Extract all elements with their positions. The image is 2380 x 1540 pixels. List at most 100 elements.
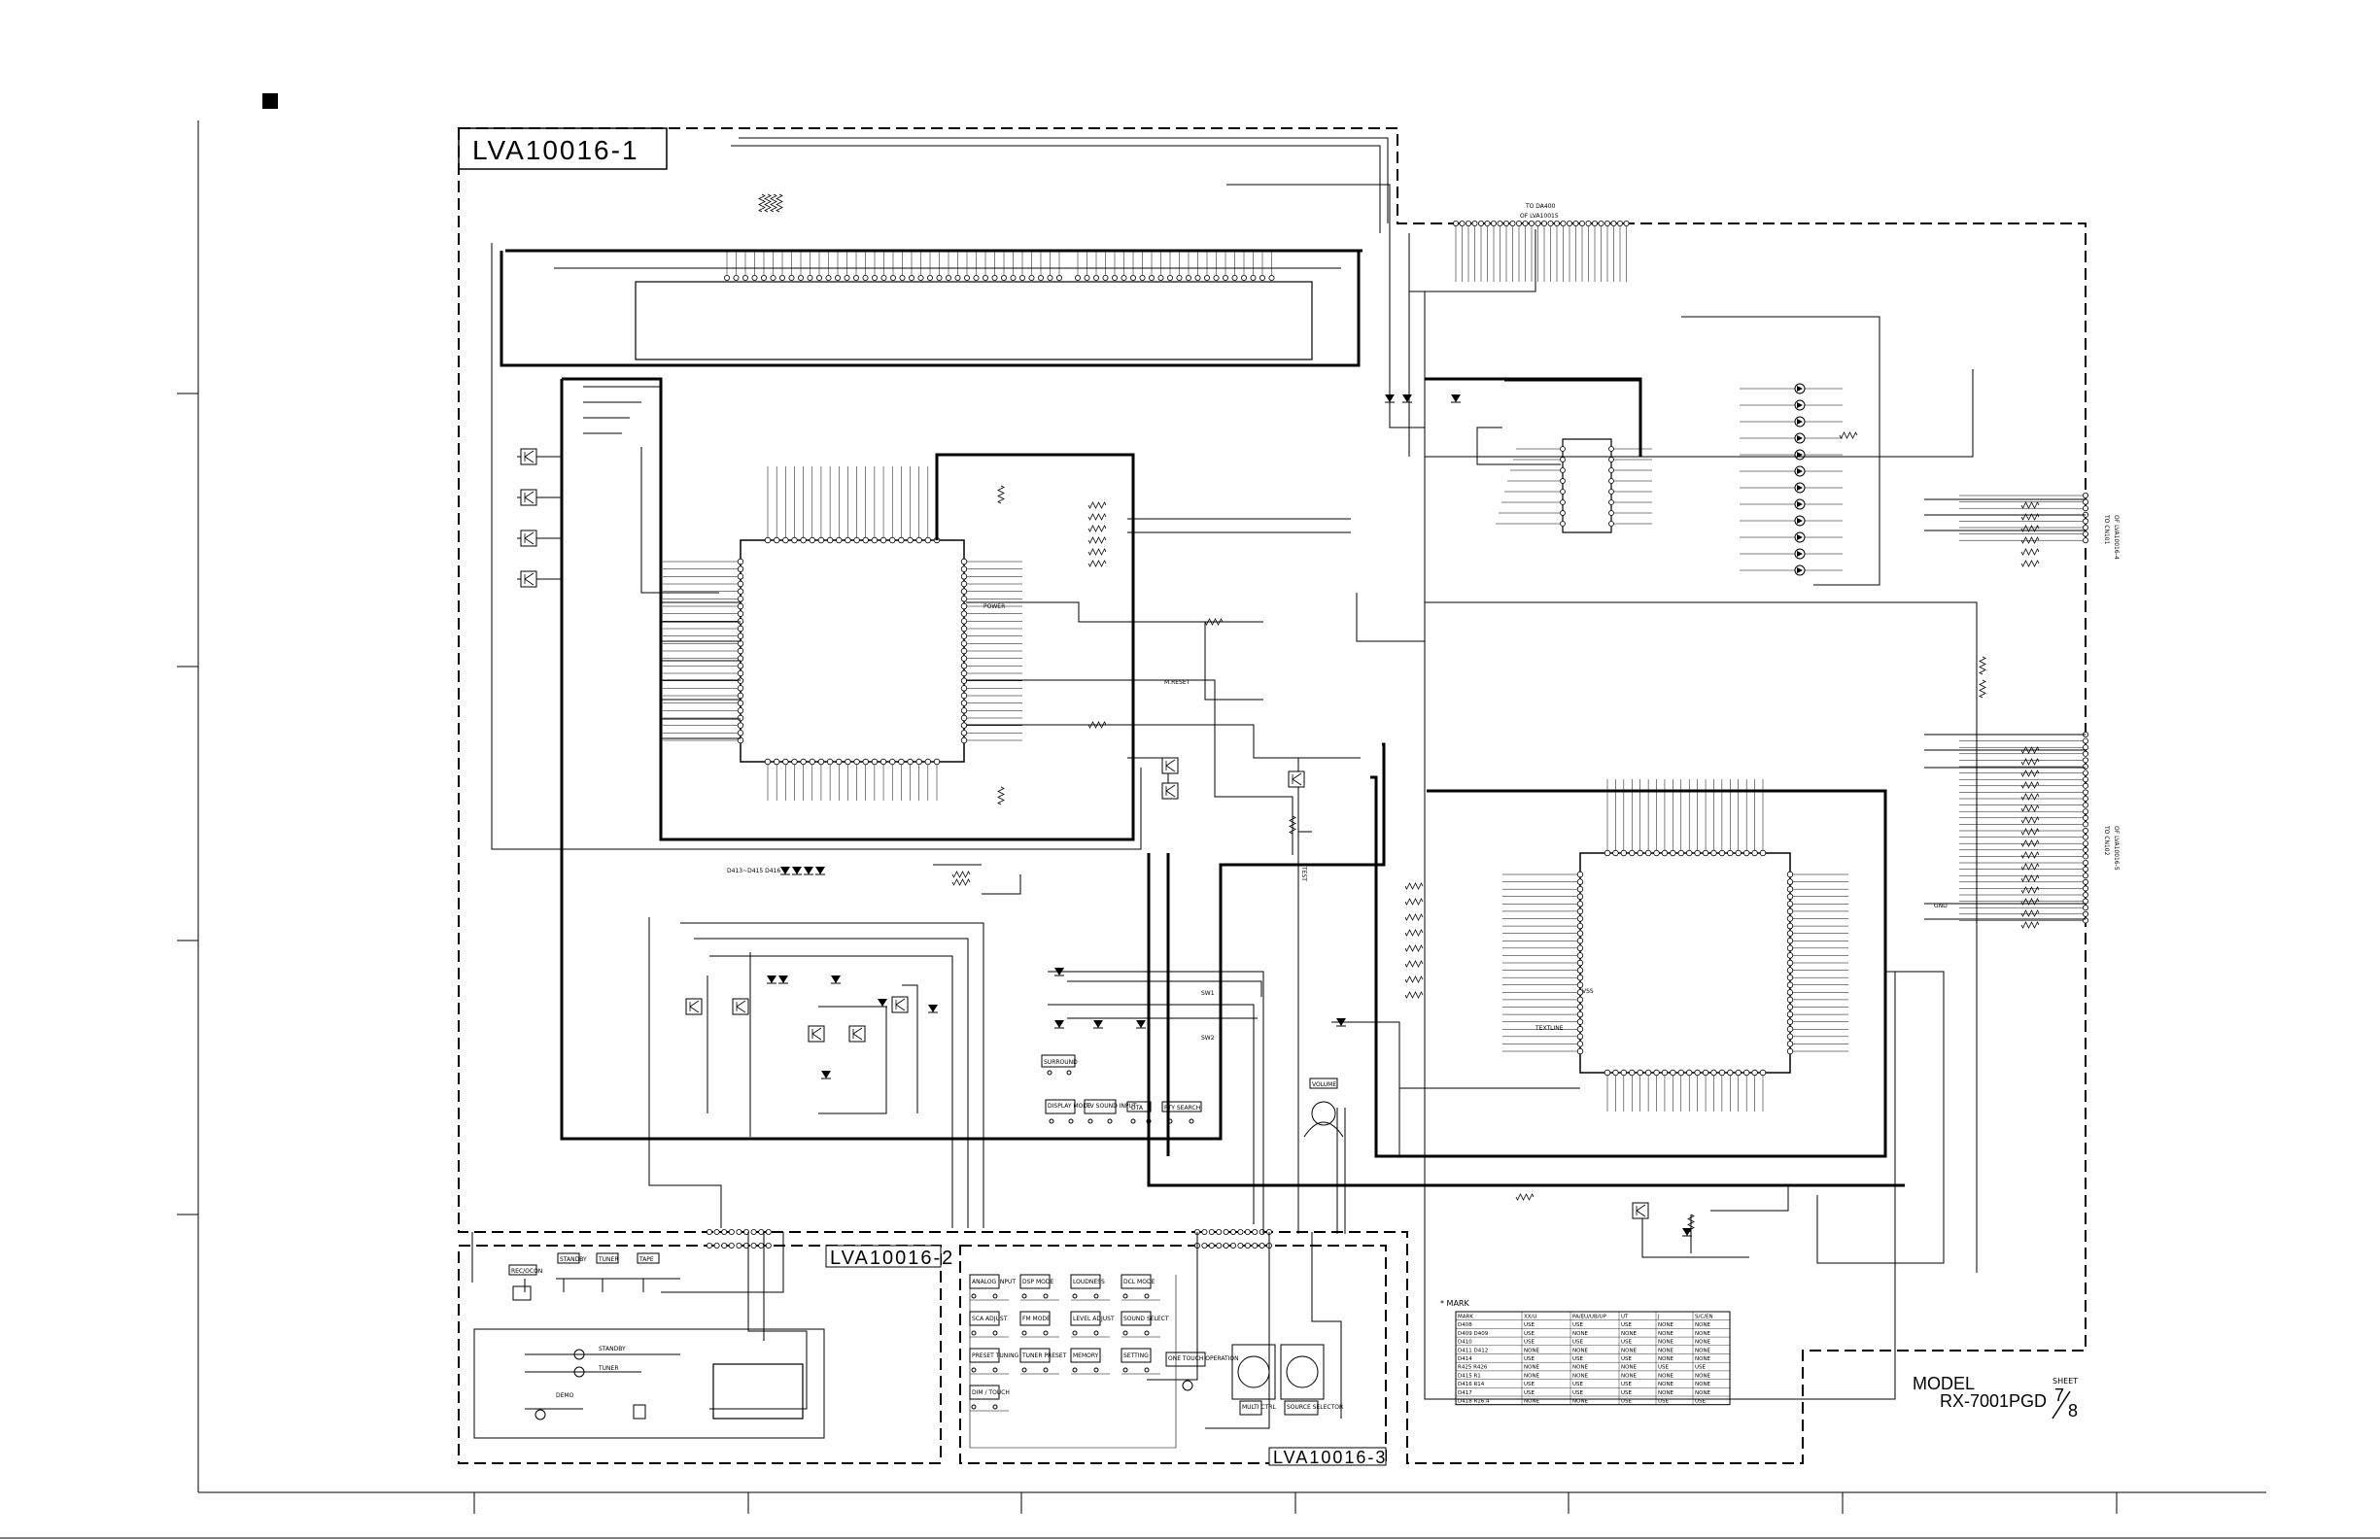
board-label-2: LVA10016-2 [830, 1248, 954, 1269]
volume-encoder: VOLUME [1303, 1078, 1344, 1138]
connector-top: TO DA400 OF LVA10015 [707, 203, 1630, 1249]
switch-tv-sound-input: TV SOUND INPUT [1084, 1099, 1137, 1124]
legend-cell: USE [1621, 1356, 1633, 1362]
legend-cell: NONE [1658, 1348, 1674, 1353]
sheet-frame [0, 93, 2380, 1539]
legend-cell: NONE [1695, 1382, 1711, 1387]
legend-cell: D414 [1458, 1356, 1472, 1362]
conn-top-label1: TO DA400 [1525, 203, 1556, 210]
legend-cell: USE [1524, 1322, 1535, 1328]
b3-switch-label: LOUDNESS [1073, 1279, 1105, 1285]
net-test: TEST [1300, 866, 1307, 881]
net-vss: VSS [1582, 988, 1594, 995]
b3-switch: ANALOG INPUT [969, 1274, 1016, 1301]
b3-source-selector: SOURCE SELECTOR [1284, 1400, 1343, 1416]
legend-cell: D418 R16.4 [1458, 1399, 1490, 1405]
legend-cell: NONE [1621, 1365, 1638, 1371]
svg-text:PTY SEARCH: PTY SEARCH [1164, 1105, 1200, 1112]
net-gnd: GND [1934, 903, 1948, 909]
legend-cell: NONE [1621, 1373, 1638, 1379]
sheet-label: SHEET [2052, 1377, 2078, 1386]
legend-cell: R425 R426 [1458, 1365, 1488, 1371]
conn-rl-label2: OF LVA10016-5 [2113, 826, 2120, 871]
legend-cell: NONE [1572, 1365, 1589, 1371]
b3-switch: LOUDNESS [1070, 1274, 1110, 1301]
switch-dta: DTA [1126, 1101, 1152, 1124]
legend-cell: D411 D412 [1458, 1348, 1488, 1353]
diodes [767, 394, 1692, 1237]
b2-led-standby: STANDBY [599, 1346, 626, 1352]
switch-pty-search: PTY SEARCH [1161, 1101, 1202, 1124]
switch-display-mode: DISPLAY MODE [1045, 1099, 1091, 1124]
b3-switch-label: FM MODE [1022, 1316, 1051, 1322]
legend-cell: J [1657, 1315, 1660, 1320]
b3-switch-label: SOUND SELECT [1123, 1316, 1169, 1322]
sheet-number: 7 [2054, 1386, 2064, 1405]
legend-cell: XX/U [1524, 1315, 1536, 1320]
board-lva10016-1: LVA10016-1 [458, 127, 2087, 1464]
wiring [471, 137, 2086, 1429]
legend-cell: NONE [1695, 1390, 1711, 1396]
board-label-3: LVA10016-3 [1273, 1448, 1387, 1467]
svg-text:DISPLAY MODE: DISPLAY MODE [1048, 1103, 1091, 1110]
main-mcu [560, 377, 1386, 1141]
net-m-reset: M.RESET [1164, 679, 1190, 686]
b3-switch: PRESET TUNING [969, 1348, 1019, 1375]
legend-cell: NONE [1695, 1322, 1711, 1328]
b3-multi-ctrl: MULTI CTRL [1239, 1400, 1276, 1416]
legend-cell: D409 D409 [1458, 1331, 1489, 1337]
legend-cell: USE [1621, 1340, 1633, 1346]
legend-cell: USE [1658, 1365, 1670, 1371]
legend-cell: NONE [1695, 1348, 1711, 1353]
dsp-ic [1147, 775, 1905, 1187]
legend-cell: D415 R1 [1458, 1373, 1481, 1379]
legend-cell: NONE [1621, 1331, 1638, 1337]
b3-switch-label: ANALOG INPUT [972, 1279, 1016, 1285]
legend-cell: NONE [1658, 1322, 1674, 1328]
net-diodes: D413~D415 D416 [727, 868, 780, 874]
b3-switch: FM MODE [1019, 1311, 1059, 1338]
net-power: POWER [983, 603, 1005, 610]
b3-switch: LEVEL ADJUST [1070, 1311, 1115, 1338]
svg-text:TUNER: TUNER [598, 1256, 619, 1263]
legend-cell: NONE [1695, 1331, 1711, 1337]
b3-switch: SETTING [1121, 1348, 1160, 1375]
b3-switch-label: MEMORY [1073, 1352, 1099, 1359]
legend-cell: NONE [1695, 1340, 1711, 1346]
b3-switch-label: SETTING [1123, 1352, 1149, 1359]
svg-text:SOURCE SELECTOR: SOURCE SELECTOR [1287, 1404, 1343, 1411]
legend-cell: USE [1524, 1390, 1535, 1396]
legend-cell: USE [1524, 1340, 1535, 1346]
legend-cell: MARK [1458, 1315, 1473, 1320]
legend-cell: USE [1524, 1331, 1535, 1337]
legend-cell: NONE [1524, 1348, 1540, 1353]
b3-switch-label: TUNER PRESET [1021, 1352, 1067, 1359]
conn-rl-label1: TO CN102 [2103, 825, 2110, 856]
legend-cell: NONE [1695, 1356, 1711, 1362]
legend-cell: NONE [1695, 1373, 1711, 1379]
legend-cell: NONE [1658, 1340, 1674, 1346]
legend-cell: USE [1572, 1356, 1584, 1362]
b3-switch-label: SCA ADJUST [972, 1316, 1008, 1322]
legend-cell: NONE [1572, 1348, 1589, 1353]
svg-text:STANDBY: STANDBY [560, 1256, 587, 1263]
legend-cell: USE [1621, 1399, 1633, 1405]
b3-switch-label: PRESET TUNING [972, 1352, 1019, 1359]
b3-switch-label: LEVEL ADJUST [1073, 1316, 1115, 1322]
legend-cell: NONE [1572, 1399, 1589, 1405]
legend-cell: NONE [1524, 1365, 1540, 1371]
legend-cell: D417 [1458, 1390, 1472, 1396]
conn-top-label2: OF LVA10015 [1520, 213, 1559, 220]
legend-cell: USE [1524, 1382, 1535, 1387]
legend-cell: USE [1572, 1340, 1584, 1346]
board3-extra: ONE TOUCH OPERATION MULTI CTRL SOURCE SE… [1165, 1344, 1343, 1416]
legend-cell: PA/EU/UB/UP [1572, 1315, 1607, 1320]
b3-switch: SOUND SELECT [1121, 1311, 1169, 1338]
b3-switch: DSP MODE [1019, 1274, 1059, 1301]
b2-switch-standby: STANDBY [557, 1252, 587, 1264]
board-lva10016-3: LVA10016-3 [959, 1245, 1387, 1467]
legend-cell: USE [1695, 1399, 1707, 1405]
b3-switch: DCL MODE [1121, 1274, 1160, 1301]
net-sw1: SW1 [1201, 990, 1215, 997]
